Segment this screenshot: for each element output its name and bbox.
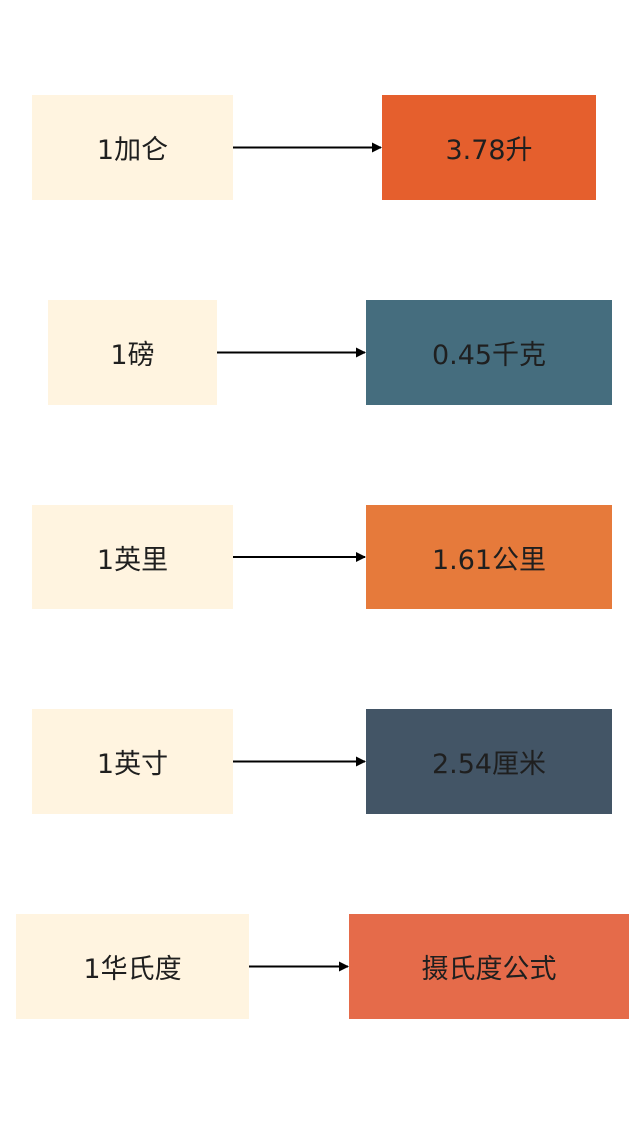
target-box-celsius-formula: 摄氏度公式 [349, 914, 629, 1019]
source-label-mile: 1英里 [96, 544, 169, 576]
source-box-mile: 1英里 [32, 505, 233, 609]
source-label-pound: 1磅 [110, 340, 155, 371]
source-label-fahrenheit: 1华氏度 [83, 954, 182, 985]
source-box-inch: 1英寸 [32, 709, 233, 814]
target-label-kilogram: 0.45千克 [431, 340, 547, 371]
target-label-centimeter: 2.54厘米 [431, 749, 547, 780]
target-label-celsius-formula: 摄氏度公式 [421, 954, 557, 985]
target-box-kilometer: 1.61公里 [366, 505, 612, 609]
target-label-liter: 3.78升 [445, 135, 533, 166]
source-label-inch: 1英寸 [96, 749, 169, 780]
source-label-gallon: 1加仑 [96, 135, 169, 166]
source-box-gallon: 1加仑 [32, 95, 233, 200]
target-box-kilogram: 0.45千克 [366, 300, 612, 405]
target-label-kilometer: 1.61公里 [431, 544, 547, 576]
source-box-pound: 1磅 [48, 300, 217, 405]
target-box-centimeter: 2.54厘米 [366, 709, 612, 814]
source-box-fahrenheit: 1华氏度 [16, 914, 249, 1019]
target-box-liter: 3.78升 [382, 95, 596, 200]
